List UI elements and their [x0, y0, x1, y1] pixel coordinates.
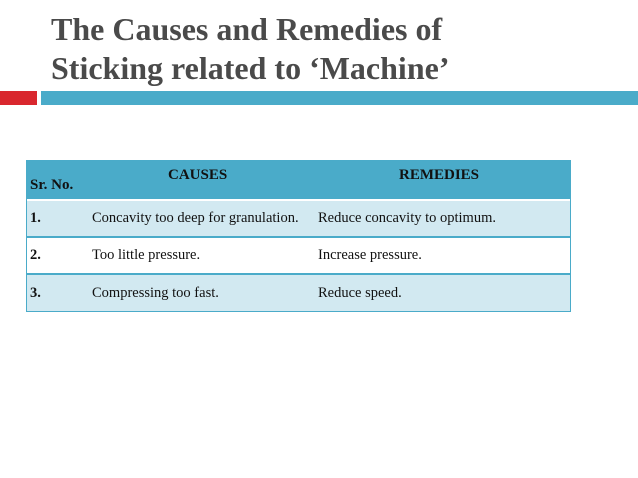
- row-cause: Concavity too deep for granulation.: [88, 200, 314, 238]
- table-row: 3. Compressing too fast. Reduce speed.: [26, 274, 571, 311]
- table-header-row: Sr. No. CAUSES REMEDIES: [26, 160, 571, 201]
- causes-remedies-table-container: Sr. No. CAUSES REMEDIES 1. Concavity too…: [26, 160, 571, 311]
- row-cause: Too little pressure.: [88, 237, 314, 275]
- slide-title-line-2: Sticking related to ‘Machine’: [51, 50, 450, 86]
- row-sr-no: 3.: [30, 284, 41, 301]
- slide-title: The Causes and Remedies of Sticking rela…: [51, 10, 621, 88]
- table-row: 1. Concavity too deep for granulation. R…: [26, 200, 571, 238]
- row-sr-no: 1.: [26, 200, 88, 238]
- row-remedy: Increase pressure.: [314, 237, 571, 275]
- table-row: 2. Too little pressure. Increase pressur…: [26, 237, 571, 275]
- header-causes: CAUSES: [88, 160, 314, 201]
- accent-bar-blue: [41, 91, 638, 105]
- header-sr-no: Sr. No.: [26, 160, 88, 201]
- slide-title-line-1: The Causes and Remedies of: [51, 11, 443, 47]
- row-sr-no: 2.: [26, 237, 88, 275]
- header-remedies: REMEDIES: [314, 160, 571, 201]
- row-cause: Compressing too fast.: [92, 284, 219, 301]
- accent-bar-red: [0, 91, 37, 105]
- causes-remedies-table: Sr. No. CAUSES REMEDIES 1. Concavity too…: [26, 160, 571, 311]
- row-remedy: Reduce speed.: [318, 284, 402, 301]
- row-remedy: Reduce concavity to optimum.: [314, 200, 571, 238]
